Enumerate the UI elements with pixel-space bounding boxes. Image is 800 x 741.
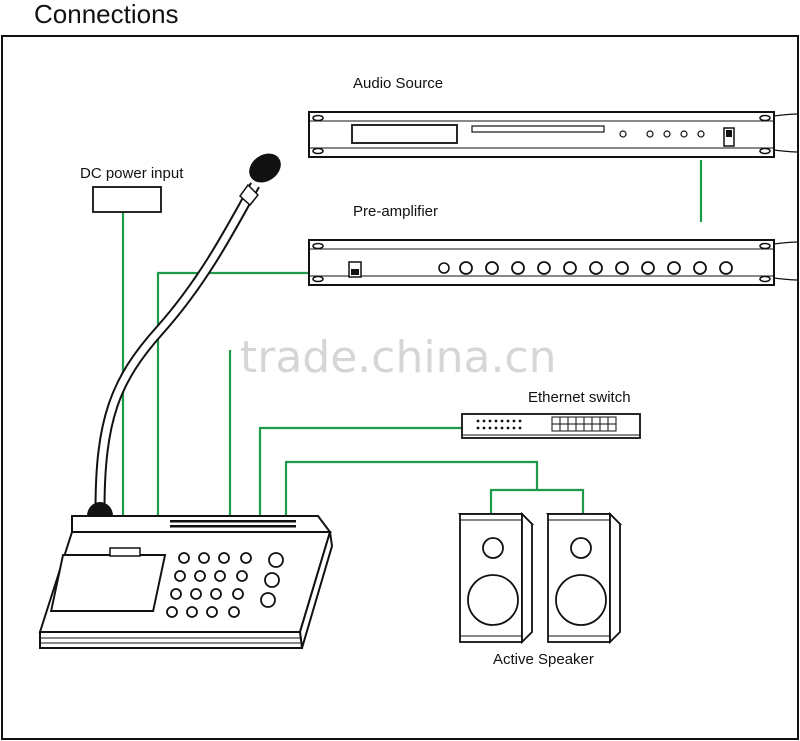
console-keypad — [166, 552, 284, 618]
console-screen — [49, 554, 167, 612]
ethernet-switch-label: Ethernet switch — [528, 389, 631, 406]
diagram-title: Connections — [34, 0, 179, 29]
paging-console — [38, 153, 334, 649]
display-window — [351, 124, 458, 144]
connection-wires — [121, 160, 703, 518]
active-speaker-label: Active Speaker — [493, 651, 594, 668]
disc-slot — [471, 125, 605, 133]
pre-amplifier-device: Pre-amplifier — [308, 203, 799, 286]
wire-ethernet — [258, 426, 462, 518]
active-speakers: Active Speaker — [457, 511, 623, 668]
wire-speaker — [284, 460, 539, 518]
wire-preamp — [156, 271, 312, 518]
speaker-right — [545, 511, 623, 645]
status-leds — [476, 419, 522, 430]
diagram-frame — [1, 35, 799, 740]
volume-knobs — [459, 261, 733, 275]
ethernet-ports — [551, 416, 617, 432]
watermark-text: trade.china.cn — [240, 332, 557, 383]
dc-power-input-label: DC power input — [80, 165, 184, 182]
audio-source-device: Audio Source — [308, 75, 799, 158]
wire-speaker-split — [489, 488, 585, 514]
speaker-left — [457, 511, 535, 645]
pre-amplifier-label: Pre-amplifier — [353, 203, 438, 220]
dc-power-input: DC power input — [80, 165, 184, 213]
console-grille — [170, 520, 296, 528]
microphone-icon — [238, 153, 281, 207]
dc-power-box — [92, 186, 162, 213]
ethernet-switch-device: Ethernet switch — [461, 389, 641, 439]
audio-source-label: Audio Source — [353, 75, 443, 92]
